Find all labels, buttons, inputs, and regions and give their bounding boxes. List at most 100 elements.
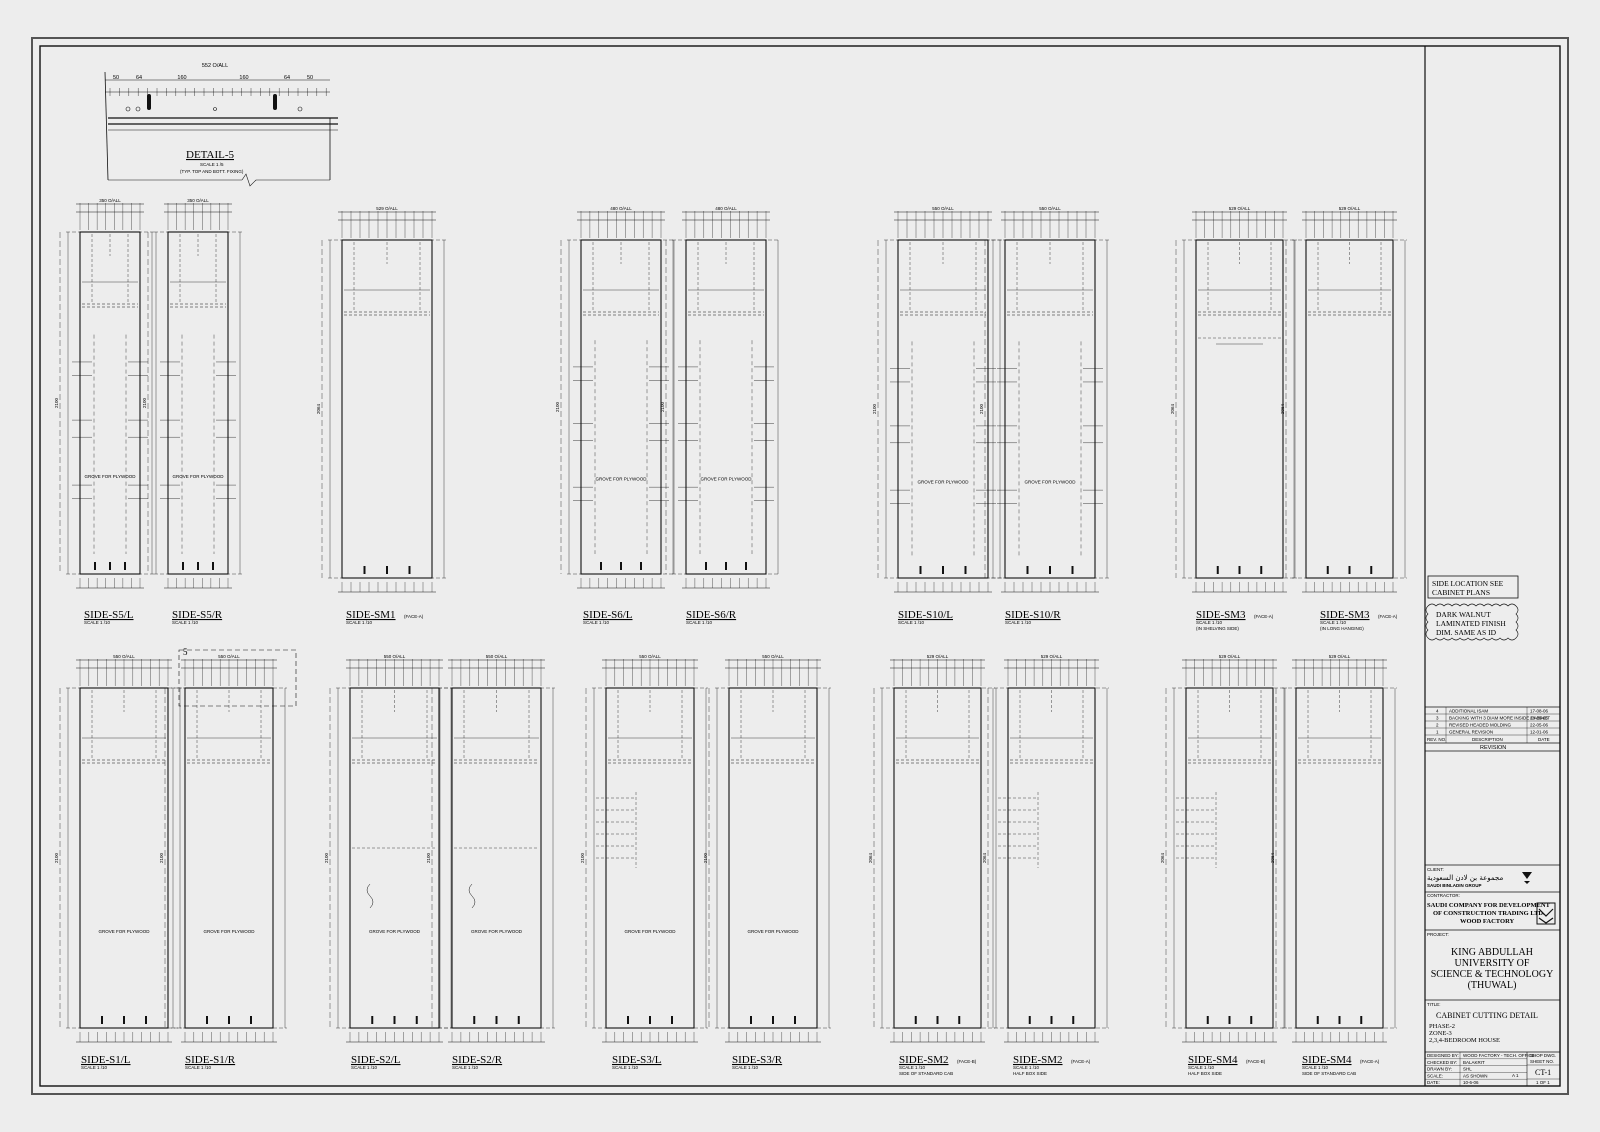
panel-subnote: (IN SHELVING SIDE) [1196, 626, 1239, 631]
panel-note: GROVE FOR PLYWOOD [85, 474, 137, 479]
panel-height-dim: 2100 [979, 403, 984, 414]
fixing-mark [1028, 1016, 1031, 1024]
fixing-mark [1216, 566, 1219, 574]
fixing-mark [212, 562, 214, 570]
panel-overall-dim: 480 O/ALL [715, 206, 737, 211]
svg-text:SHEET NO.: SHEET NO. [1530, 1059, 1554, 1064]
panel-outline [897, 239, 989, 579]
panel-scale: SCALE 1 /10 [346, 620, 373, 625]
svg-text:BACKING WITH 3 DIAM MORE INSID: BACKING WITH 3 DIAM MORE INSIDE CABINET [1449, 716, 1550, 721]
panel-height-dim: 2100 [426, 852, 431, 863]
finish-note: DARK WALNUT LAMINATED FINISH DIM. SAME A… [1425, 603, 1519, 641]
detail-note: (TYP. TOP AND BOTT. FIXING) [180, 169, 244, 174]
panel-height-dim: 2064 [1280, 403, 1285, 414]
panel-outline [1195, 239, 1284, 579]
panel-outline [341, 239, 433, 579]
panel-subnote: (IN LONG HANGING) [1320, 626, 1364, 631]
panel-outline [1004, 239, 1096, 579]
panel-note: GROVE FOR PLYWOOD [596, 476, 648, 481]
fixing-mark [914, 1016, 917, 1024]
svg-text:ZONE-3: ZONE-3 [1429, 1030, 1452, 1037]
info-label: SCALE: [1427, 1073, 1443, 1078]
fixing-mark [671, 1016, 673, 1024]
fixing-mark [415, 1016, 418, 1024]
panel-scale: SCALE 1 /10 [686, 620, 713, 625]
panel-label: SIDE-S10/L [898, 609, 953, 621]
svg-text:TITLE:: TITLE: [1427, 1002, 1441, 1007]
panel-height-dim: 2100 [324, 852, 329, 863]
svg-text:OF CONSTRUCTION TRADING LTD.: OF CONSTRUCTION TRADING LTD. [1433, 910, 1545, 917]
svg-text:CONTRACTOR:: CONTRACTOR: [1427, 893, 1460, 898]
detail-dim-2: 64 [136, 75, 142, 81]
fixing-mark [772, 1016, 774, 1024]
fixing-mark [600, 562, 602, 570]
panel-height-dim: 2064 [1160, 852, 1165, 863]
panel-height-dim: 2100 [555, 401, 560, 412]
detail-scale: SCALE 1 /5 [200, 162, 224, 167]
fixing-mark [1360, 1016, 1363, 1024]
svg-text:SCIENCE & TECHNOLOGY: SCIENCE & TECHNOLOGY [1431, 969, 1554, 980]
panel-label: SIDE-S3/L [612, 1054, 662, 1066]
fixing-mark [393, 1016, 396, 1024]
fixing-mark [473, 1016, 476, 1024]
panel-scale: SCALE 1 /10 [612, 1065, 639, 1070]
panel-height-dim: 2100 [872, 403, 877, 414]
fixing-mark [919, 566, 922, 574]
panel-overall-dim: 550 O/ALL [1039, 206, 1061, 211]
panel-height-dim: 2100 [159, 852, 164, 863]
panel-outline [349, 687, 440, 1029]
fixing-mark [725, 562, 727, 570]
panel-face-tag: (FACE-A) [1254, 614, 1274, 619]
inner-border [39, 45, 1561, 1087]
panel-face-tag: (FACE-A) [1378, 614, 1398, 619]
panel-overall-dim: 529 O/ALL [1041, 654, 1063, 659]
fixing-mark [1049, 566, 1051, 574]
svg-text:DATE: DATE [1538, 737, 1550, 742]
contractor-logo-icon [1536, 902, 1556, 925]
panel-label: SIDE-S6/L [583, 609, 633, 621]
svg-text:SIDE LOCATION SEE: SIDE LOCATION SEE [1432, 579, 1504, 588]
panel-overall-dim: 529 O/ALL [1329, 654, 1351, 659]
svg-text:DESCRIPTION: DESCRIPTION [1472, 737, 1503, 742]
panel-note: GROVE FOR PLYWOOD [204, 929, 256, 934]
panel-scale: SCALE 1 /10 [1320, 620, 1347, 625]
svg-text:WOOD FACTORY: WOOD FACTORY [1460, 918, 1515, 925]
detail-callout-box [178, 649, 297, 707]
fixing-mark [794, 1016, 796, 1024]
svg-text:LAMINATED FINISH: LAMINATED FINISH [1436, 619, 1506, 628]
fixing-mark [649, 1016, 651, 1024]
info-label: DRAWN BY: [1427, 1067, 1452, 1072]
fixing-mark [1370, 566, 1373, 574]
panel-label: SIDE-S1/L [81, 1054, 131, 1066]
fixing-mark [250, 1016, 252, 1024]
panel-note: GROVE FOR PLYWOOD [918, 479, 970, 484]
panel-note: GROVE FOR PLYWOOD [471, 929, 523, 934]
fixing-mark [964, 566, 967, 574]
detail-overall: 552 O/ALL [202, 63, 228, 69]
fixing-mark [1206, 1016, 1209, 1024]
panel-label: SIDE-S2/R [452, 1054, 503, 1066]
svg-text:22-05-06: 22-05-06 [1530, 723, 1549, 728]
panel-overall-dim: 550 O/ALL [932, 206, 954, 211]
panel-face-tag: (FACE-B) [957, 1059, 977, 1064]
sheet-number: CT-1 [1535, 1068, 1551, 1077]
fixing-mark [958, 1016, 961, 1024]
panel-label: SIDE-SM1 [346, 609, 396, 621]
info-label: CHECKED BY: [1427, 1060, 1457, 1065]
svg-text:PHASE-2: PHASE-2 [1429, 1023, 1455, 1030]
fixing-mark [408, 566, 411, 574]
detail-dim-1: 50 [113, 75, 119, 81]
panel-label: SIDE-SM2 [1013, 1054, 1063, 1066]
fixing-mark [1228, 1016, 1231, 1024]
panel-scale: SCALE 1 /10 [452, 1065, 479, 1070]
panel-height-dim: 2064 [982, 852, 987, 863]
fixing-mark [1026, 566, 1029, 574]
